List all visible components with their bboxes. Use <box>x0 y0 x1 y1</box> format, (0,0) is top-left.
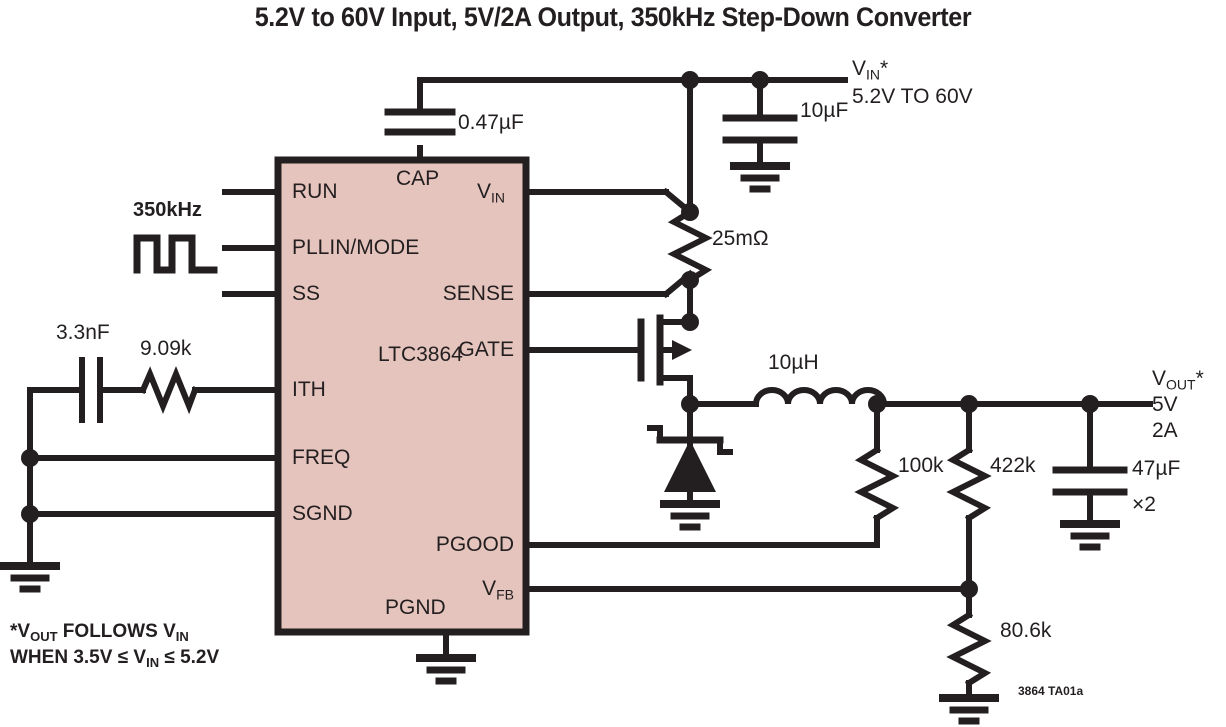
label-vout-star: * <box>1195 367 1204 390</box>
footnote-l1-sub2: IN <box>175 629 189 645</box>
document-id: 3864 TA01a <box>1018 684 1084 698</box>
diode-triangle <box>664 440 716 492</box>
pin-label-sgnd: SGND <box>292 502 353 525</box>
footnote-l1-pre: *V <box>10 621 31 642</box>
pin-label-ith: ITH <box>292 378 326 401</box>
junction-out-100k <box>868 395 886 413</box>
footnote-line-1: *VOUT FOLLOWS VIN <box>10 620 189 645</box>
pin-label-vfb: VFB <box>482 577 514 602</box>
resistor-100k <box>854 445 900 523</box>
junction-switch-node <box>681 395 699 413</box>
junction-sense-top <box>681 203 699 221</box>
label-vin-range: 5.2V TO 60V <box>852 85 973 108</box>
label-vout-current: 2A <box>1152 419 1178 442</box>
inductor-coil <box>752 387 888 408</box>
resistor-806k <box>946 610 992 688</box>
pin-label-cap: CAP <box>396 167 440 190</box>
pin-label-pgood: PGOOD <box>435 533 514 556</box>
label-ith-capacitor: 3.3nF <box>56 321 110 344</box>
junction-out-422k <box>960 395 978 413</box>
label-clock-frequency: 350kHz <box>133 199 202 221</box>
mosfet-body-arrow <box>672 340 692 360</box>
pin-label-vfb-sub: FB <box>496 586 514 603</box>
junction-vin-left <box>681 71 699 89</box>
label-vin-star: * <box>880 57 889 80</box>
footnote-l2-post: ≤ 5.2V <box>159 647 220 668</box>
label-vout-rail: VOUT* <box>1152 367 1204 393</box>
footnote-l2-sub: IN <box>146 655 160 671</box>
footnote-l1-mid: FOLLOWS V <box>57 621 176 642</box>
pin-label-ss: SS <box>292 282 321 305</box>
footnote-l1-sub1: OUT <box>30 629 58 645</box>
pin-label-vin-sub: IN <box>491 189 505 206</box>
pin-label-pgnd: PGND <box>385 596 446 619</box>
label-vin-text: V <box>852 57 867 80</box>
resistor-422k <box>946 445 992 523</box>
pin-label-pllin-mode: PLLIN/MODE <box>292 236 420 259</box>
label-resistor-80k6: 80.6k <box>1000 619 1052 642</box>
junction-gnd-freq <box>21 449 39 467</box>
junction-mosfet-source <box>681 313 699 331</box>
pin-label-freq: FREQ <box>292 446 351 469</box>
page-title: 5.2V to 60V Input, 5V/2A Output, 350kHz … <box>254 2 972 32</box>
pin-label-vin: VIN <box>477 180 505 205</box>
label-inductor: 10µH <box>768 351 819 374</box>
pin-label-vin-text: V <box>476 180 491 203</box>
label-vout-voltage: 5V <box>1152 393 1178 416</box>
label-ith-resistor: 9.09k <box>140 337 192 360</box>
footnote-line-2: WHEN 3.5V ≤ VIN ≤ 5.2V <box>10 646 219 671</box>
pin-label-sense: SENSE <box>442 282 514 305</box>
clock-waveform <box>133 234 218 274</box>
label-sense-resistor: 25mΩ <box>712 227 769 250</box>
diode-schottky-hook-right <box>717 437 733 455</box>
ic-part-number: LTC3864 <box>378 343 463 366</box>
ic-body <box>274 156 530 636</box>
junction-vfb-node <box>960 580 978 598</box>
label-output-capacitor: 47µF <box>1132 457 1181 480</box>
pin-label-gate: GATE <box>458 338 514 361</box>
junction-sense-bot <box>681 271 699 289</box>
label-vout-sub: OUT <box>1166 376 1196 393</box>
label-vin-rail: VIN* <box>852 57 889 83</box>
label-vin-sub: IN <box>866 66 881 83</box>
label-cap-capacitor: 0.47µF <box>458 111 524 134</box>
resistor-sense <box>667 207 713 285</box>
label-vout-text: V <box>1152 367 1167 390</box>
label-resistor-100k: 100k <box>898 454 944 477</box>
label-output-capacitor-qty: ×2 <box>1132 493 1156 516</box>
junction-out-cout <box>1081 395 1099 413</box>
pin-label-vfb-text: V <box>482 577 497 600</box>
pin-label-run: RUN <box>292 180 338 203</box>
label-input-capacitor: 10µF <box>800 99 849 122</box>
junction-vin-cin <box>751 71 769 89</box>
resistor-ith <box>139 366 199 415</box>
junction-gnd-sgnd <box>21 505 39 523</box>
footnote-l2-pre: WHEN 3.5V ≤ V <box>10 647 147 668</box>
label-resistor-422k: 422k <box>990 454 1036 477</box>
diode-schottky-hook-left <box>647 425 663 443</box>
